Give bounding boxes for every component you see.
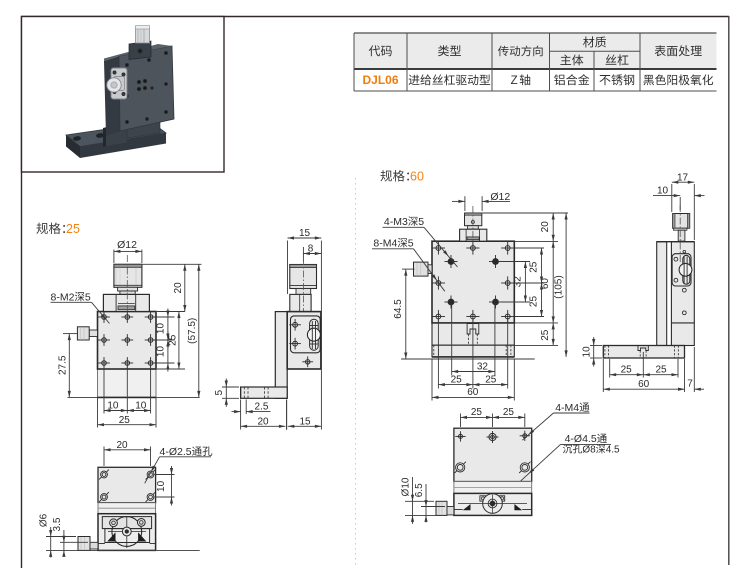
svg-text:10: 10 [657, 186, 669, 197]
svg-text:25: 25 [167, 334, 178, 346]
svg-text:(57.5): (57.5) [187, 318, 198, 344]
svg-text:Ø12: Ø12 [490, 191, 510, 203]
svg-text:Z: Z [511, 75, 518, 87]
svg-text:20: 20 [257, 416, 269, 427]
svg-text:20: 20 [173, 282, 184, 294]
svg-text:10: 10 [156, 346, 167, 358]
svg-text:6.5: 6.5 [414, 483, 425, 497]
svg-text:Ø8: Ø8 [582, 445, 596, 456]
svg-text:8: 8 [308, 244, 314, 255]
svg-text:64.5: 64.5 [393, 299, 404, 319]
svg-text:4.5: 4.5 [606, 445, 620, 456]
svg-text:25: 25 [503, 407, 515, 418]
svg-text:25: 25 [655, 365, 667, 376]
svg-text:5: 5 [408, 238, 414, 250]
svg-text:25: 25 [451, 374, 463, 385]
svg-text:25: 25 [471, 407, 483, 418]
svg-text:25: 25 [621, 365, 633, 376]
svg-text:25: 25 [66, 222, 80, 236]
svg-text:Ø12: Ø12 [117, 239, 137, 251]
svg-text:2.5: 2.5 [255, 401, 269, 412]
svg-text:17: 17 [677, 172, 689, 183]
svg-text:8-M2: 8-M2 [51, 292, 75, 304]
svg-text:20: 20 [116, 440, 128, 451]
svg-text:60: 60 [467, 387, 479, 398]
svg-text:15: 15 [299, 416, 311, 427]
svg-text:15: 15 [299, 228, 311, 239]
svg-text:25: 25 [485, 374, 497, 385]
svg-text:5: 5 [418, 216, 424, 228]
svg-text:DJL06: DJL06 [362, 73, 398, 87]
svg-text:60: 60 [638, 379, 650, 390]
svg-text:10: 10 [107, 401, 119, 412]
svg-text:4-M3: 4-M3 [384, 216, 408, 228]
svg-text:5: 5 [214, 389, 225, 395]
svg-text:25: 25 [119, 415, 131, 426]
svg-text:10: 10 [156, 480, 167, 492]
svg-text:60: 60 [540, 278, 551, 290]
svg-text:5: 5 [85, 292, 91, 304]
svg-text:4-M4: 4-M4 [555, 402, 579, 414]
svg-text:(105): (105) [553, 275, 564, 298]
svg-text:Ø6: Ø6 [38, 513, 49, 527]
svg-text:60: 60 [410, 170, 424, 184]
svg-text:7: 7 [687, 379, 693, 390]
svg-text:20: 20 [540, 221, 551, 233]
svg-text:10: 10 [135, 401, 147, 412]
svg-text:25: 25 [529, 261, 540, 273]
svg-text:8-M4: 8-M4 [373, 238, 397, 250]
svg-text:4-Ø4.5: 4-Ø4.5 [565, 433, 597, 445]
svg-text:25: 25 [540, 329, 551, 341]
svg-text:4-Ø2.5: 4-Ø2.5 [160, 446, 192, 458]
svg-text:10: 10 [156, 323, 167, 335]
svg-text:3.5: 3.5 [52, 517, 63, 531]
svg-text:10: 10 [581, 346, 592, 358]
svg-text:25: 25 [529, 296, 540, 308]
svg-text:Ø10: Ø10 [400, 477, 411, 496]
svg-text:27.5: 27.5 [57, 355, 68, 375]
svg-text:32: 32 [512, 276, 523, 288]
svg-text:32: 32 [477, 361, 489, 372]
